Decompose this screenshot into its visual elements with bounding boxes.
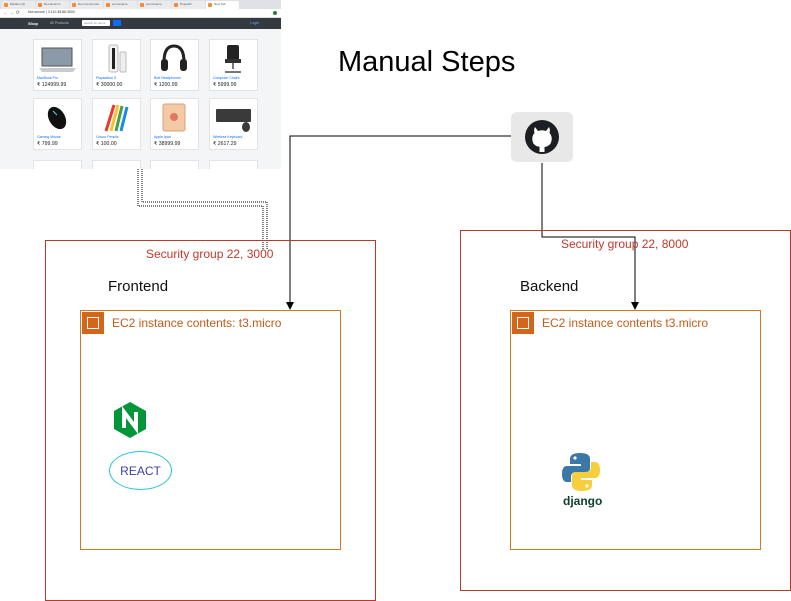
product-card-partial: [92, 160, 141, 169]
frontend-ec2-instance: [80, 310, 341, 550]
chair-image: [213, 42, 254, 75]
python-icon: [561, 451, 601, 493]
product-price: ₹ 799.99: [37, 141, 58, 147]
product-price: ₹ 100.00: [96, 141, 117, 147]
headphones-image: [154, 42, 195, 75]
product-card-partial: [33, 160, 82, 169]
browser-tab-bar: Medium (2) Dev-Ecomm Dev-Commerce ecommerce…: [0, 0, 281, 9]
favicon-icon: [174, 3, 178, 7]
product-price: ₹ 124999.99: [37, 82, 67, 88]
product-name: Wireless Keyboard: [213, 135, 243, 139]
product-price: ₹ 1200.99: [154, 82, 178, 88]
shop-brand: Shop: [28, 21, 38, 26]
browser-nav-icons: ← → ⟳: [3, 10, 20, 16]
shop-navbar: Shop All Products search for items Login: [0, 18, 281, 29]
favicon-icon: [38, 3, 42, 7]
favicon-icon: [140, 3, 144, 7]
profile-icon: [273, 11, 277, 15]
backend-ec2-label: EC2 instance contents t3.micro: [542, 316, 709, 330]
product-name: Gaming Mouse: [37, 135, 61, 139]
product-card-partial: [150, 160, 199, 169]
mouse-image: [37, 101, 78, 134]
product-card: MacBook Pro ₹ 124999.99: [33, 39, 82, 91]
browser-tab-title: ecommerce: [146, 2, 162, 6]
favicon-icon: [4, 3, 8, 7]
pencils-image: [96, 101, 137, 134]
browser-tab-title: Dev-Commerce: [78, 2, 100, 6]
product-card-partial: [209, 160, 258, 169]
product-name: Computer Chairs: [213, 76, 240, 80]
product-price: ₹ 5999.99: [213, 82, 237, 88]
product-card: Bolt Headphones ₹ 1200.99: [150, 39, 199, 91]
login-link: Login: [250, 21, 259, 25]
product-price: ₹ 30000.00: [96, 82, 123, 88]
product-name: Playstation 5: [96, 76, 117, 80]
django-label: django: [563, 494, 603, 508]
backend-ec2-instance: [510, 310, 761, 550]
product-name: Colour Pencils: [96, 135, 119, 139]
ec2-chip-icon: [512, 312, 534, 334]
browser-tab: Dev-Commerce: [70, 1, 103, 9]
product-card: Apple Ipad ₹ 38999.99: [150, 98, 199, 150]
product-name: Bolt Headphones: [154, 76, 181, 80]
browser-tab-title: ecommerce: [112, 2, 128, 6]
browser-tab: Medium (2): [2, 1, 35, 9]
product-price: ₹ 2617.29: [213, 141, 237, 147]
browser-tab-title: ProjectR: [180, 2, 192, 6]
search-input: search for items: [82, 20, 110, 26]
ec2-chip-icon: [82, 312, 104, 334]
github-to-frontend-arrow: [286, 135, 511, 310]
search-button: [113, 20, 121, 26]
nginx-icon: [111, 400, 149, 440]
favicon-icon: [106, 3, 110, 7]
favicon-icon: [208, 3, 212, 7]
browser-tab-title: Medium (2): [10, 2, 26, 6]
react-badge: REACT: [109, 451, 172, 490]
browser-tab: ProjectR: [172, 1, 205, 9]
console-image: [96, 42, 137, 75]
ipad-image: [154, 101, 195, 134]
product-card: Wireless Keyboard ₹ 2617.29: [209, 98, 258, 150]
react-label: REACT: [120, 464, 161, 478]
product-price: ₹ 38999.99: [154, 141, 181, 147]
frontend-label: Frontend: [108, 278, 169, 295]
laptop-image: [37, 42, 78, 75]
github-icon: [511, 112, 573, 162]
favicon-icon: [72, 3, 76, 7]
product-card: Playstation 5 ₹ 30000.00: [92, 39, 141, 91]
address-url: Not secure | 3.110.38.86:3000: [28, 10, 75, 14]
frontend-security-group-label: Security group 22, 3000: [146, 247, 274, 261]
keyboard-image: [213, 101, 254, 134]
nav-all-products: All Products: [50, 21, 69, 25]
product-card: Computer Chairs ₹ 5999.99: [209, 39, 258, 91]
product-card: Colour Pencils ₹ 100.00: [92, 98, 141, 150]
address-bar: ← → ⟳ Not secure | 3.110.38.86:3000: [0, 9, 281, 18]
product-name: Apple Ipad: [154, 135, 171, 139]
product-card: Gaming Mouse ₹ 799.99: [33, 98, 82, 150]
product-name: MacBook Pro: [37, 76, 59, 80]
browser-tab-title: New Tab: [214, 2, 226, 6]
screenshot-to-frontend-link: [137, 169, 264, 249]
github-to-backend-arrow: [541, 163, 639, 310]
browser-tab: ecommerce: [138, 1, 171, 9]
backend-label: Backend: [520, 278, 579, 295]
diagram-title: Manual Steps: [338, 46, 516, 78]
browser-tab: New Tab: [206, 1, 239, 9]
frontend-ec2-label: EC2 instance contents: t3.micro: [112, 316, 282, 330]
app-screenshot: Medium (2) Dev-Ecomm Dev-Commerce ecommerce…: [0, 0, 281, 169]
browser-tab: ecommerce: [104, 1, 137, 9]
browser-tab: Dev-Ecomm: [36, 1, 69, 9]
backend-security-group-label: Security group 22, 8000: [561, 237, 689, 251]
browser-tab-title: Dev-Ecomm: [44, 2, 61, 6]
